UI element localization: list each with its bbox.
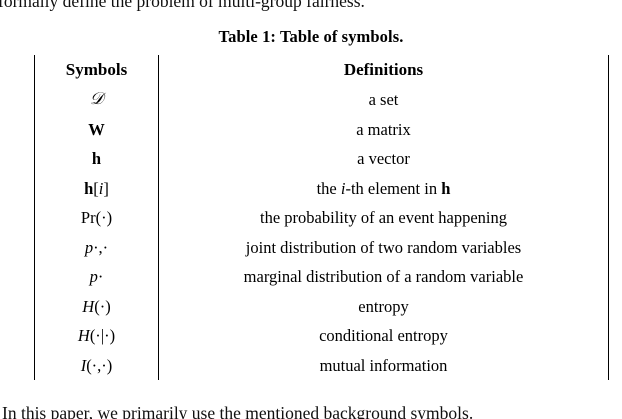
definition-cell-marginal-distribution: marginal distribution of a random variab… <box>158 262 609 292</box>
symbol-cell-probability: Pr(·) <box>34 203 159 233</box>
table-row: H(·) entropy <box>34 291 609 321</box>
definition-cell-dataset: a set <box>158 84 609 115</box>
definition-cell-conditional-entropy: conditional entropy <box>158 321 609 351</box>
symbol-mutual-args: (·,·) <box>86 355 113 375</box>
body-text-above-table: formally define the problem of multi-gro… <box>0 0 365 11</box>
definition-cell-vector-element: the i-th element in h <box>158 173 609 203</box>
table-row: W a matrix <box>34 114 609 144</box>
symbol-bold-h: h <box>91 149 102 168</box>
table-row: 𝒟 a set <box>34 84 609 115</box>
column-header-definitions: Definitions <box>158 55 609 84</box>
symbol-h-function: H <box>77 326 90 345</box>
symbol-marginal-subscript: · <box>97 267 104 286</box>
table-row: p· marginal distribution of a random var… <box>34 262 609 292</box>
symbol-script-d: 𝒟 <box>89 89 104 109</box>
table-row: Pr(·) the probability of an event happen… <box>34 203 609 233</box>
symbol-cell-joint-distribution: p·,· <box>34 232 159 262</box>
symbol-p: p <box>89 267 98 286</box>
symbol-p: p <box>84 237 94 257</box>
table-header-row: Symbols Definitions <box>34 55 609 84</box>
symbol-pr: Pr(·) <box>80 208 113 227</box>
symbol-entropy-args: (·) <box>94 296 111 316</box>
symbol-cell-matrix: W <box>34 114 159 144</box>
symbol-h-function: H <box>82 296 95 316</box>
table-row: h[i] the i-th element in h <box>34 173 609 203</box>
symbol-bold-w: W <box>88 119 105 139</box>
body-text-below-table: In this paper, we primarily use the ment… <box>2 403 474 419</box>
symbol-bracket-open: [ <box>93 178 99 198</box>
table-row: p·,· joint distribution of two random va… <box>34 232 609 262</box>
symbol-cell-vector-element: h[i] <box>34 173 159 203</box>
symbol-bracket-close: ] <box>103 178 109 198</box>
symbol-conditional-args: (·|·) <box>89 326 116 345</box>
symbol-cell-dataset: 𝒟 <box>34 84 159 115</box>
definition-cell-matrix: a matrix <box>158 114 609 144</box>
symbols-table: Symbols Definitions 𝒟 a set W a matrix h <box>34 55 609 380</box>
symbol-bold-h: h <box>84 178 94 198</box>
definition-cell-vector: a vector <box>158 144 609 174</box>
table-caption: Table 1: Table of symbols. <box>218 27 404 46</box>
definition-text-part: the <box>316 178 341 198</box>
symbol-cell-marginal-distribution: p· <box>34 262 159 292</box>
definition-index-i: i <box>340 178 346 198</box>
symbol-cell-mutual-information: I(·,·) <box>34 350 159 380</box>
symbol-i-function: I <box>80 355 87 375</box>
symbol-index-i: i <box>98 178 104 198</box>
table-row: I(·,·) mutual information <box>34 350 609 380</box>
definition-cell-mutual-information: mutual information <box>158 350 609 380</box>
table-row: h a vector <box>34 144 609 174</box>
definition-cell-joint-distribution: joint distribution of two random variabl… <box>158 232 609 262</box>
symbol-cell-conditional-entropy: H(·|·) <box>34 321 159 351</box>
definition-text-part: -th element in <box>345 178 442 198</box>
definition-bold-h: h <box>441 178 451 198</box>
symbol-joint-subscript: ·,· <box>93 237 109 257</box>
definition-cell-probability: the probability of an event happening <box>158 203 609 233</box>
column-header-symbols: Symbols <box>34 55 159 84</box>
table-row: H(·|·) conditional entropy <box>34 321 609 351</box>
definition-cell-entropy: entropy <box>158 291 609 321</box>
symbol-cell-entropy: H(·) <box>34 291 159 321</box>
symbols-table-container: Symbols Definitions 𝒟 a set W a matrix h <box>34 55 609 380</box>
symbol-cell-vector: h <box>34 144 159 174</box>
